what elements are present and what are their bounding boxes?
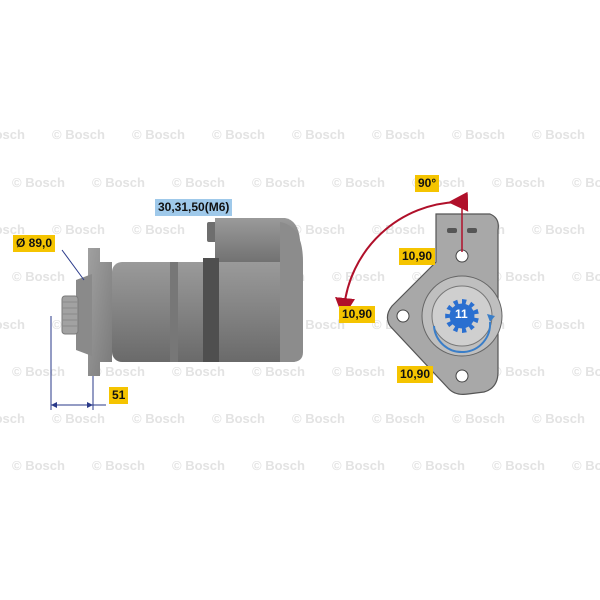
torque-top-label: 10,90 — [399, 248, 436, 265]
teeth-count-label: 11 — [455, 307, 468, 321]
pinion-teeth-lines — [62, 301, 78, 327]
rotation-arrow — [433, 321, 492, 353]
flange-slot-left — [447, 228, 457, 233]
starter-side-view — [61, 218, 303, 376]
diameter-label: Ø 89,0 — [13, 235, 56, 252]
torque-bottom-label: 10,90 — [397, 366, 434, 383]
diameter-leader — [61, 249, 85, 281]
starter-front-view — [335, 191, 503, 395]
rotation-arrowhead — [487, 314, 495, 322]
flange-slot-right — [467, 228, 477, 233]
mounting-flange — [88, 248, 112, 376]
end-cap — [280, 222, 303, 362]
pinion-shaft — [61, 295, 79, 335]
dimension-lines — [50, 249, 106, 410]
body-band — [203, 258, 219, 362]
solenoid-housing — [215, 218, 300, 270]
bolt-hole-bottom — [455, 369, 469, 383]
length-label: 51 — [109, 387, 129, 404]
body-seam — [170, 262, 178, 362]
torque-left-label: 10,90 — [339, 306, 376, 323]
angle-label: 90° — [415, 175, 440, 192]
terminals-label: 30,31,50(M6) — [155, 199, 233, 216]
nose-housing — [76, 274, 92, 356]
bolt-hole-left — [396, 309, 410, 323]
angle-arc — [335, 191, 469, 318]
